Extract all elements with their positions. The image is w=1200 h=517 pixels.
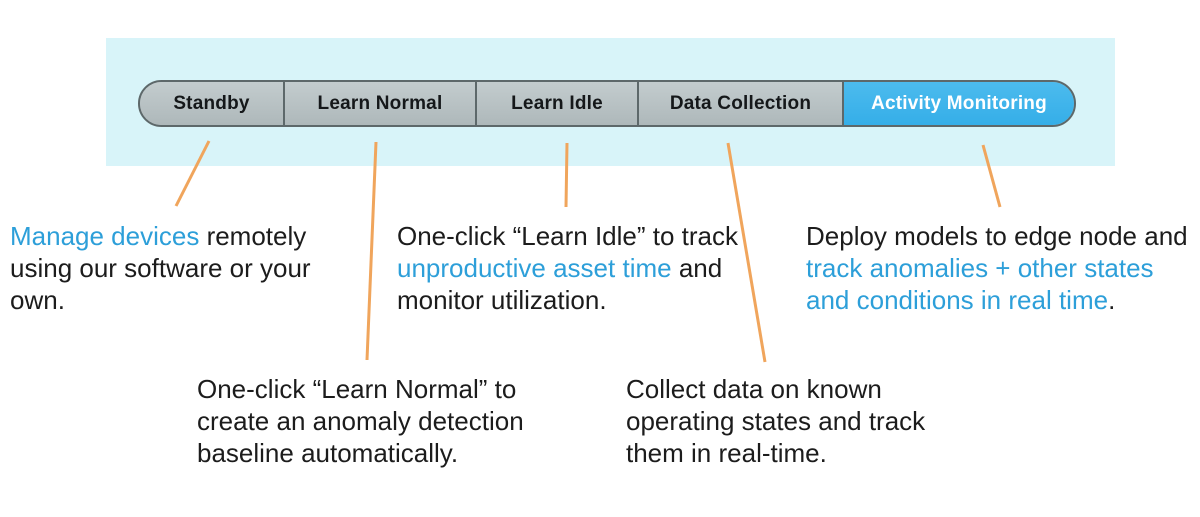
note-text: remotely bbox=[199, 221, 307, 251]
connector-line-learn-normal bbox=[365, 141, 378, 361]
note-line: them in real-time. bbox=[626, 437, 925, 469]
note-standby: Manage devices remotely using our softwa… bbox=[10, 220, 311, 316]
note-line: operating states and track bbox=[626, 405, 925, 437]
state-button-learn-idle[interactable]: Learn Idle bbox=[477, 82, 639, 125]
note-text-highlight: Manage devices bbox=[10, 221, 200, 251]
note-line: track anomalies + other states bbox=[806, 252, 1188, 284]
note-line: and conditions in real time. bbox=[806, 284, 1188, 316]
note-text: baseline automatically. bbox=[197, 438, 459, 468]
note-text: Deploy models to edge node and bbox=[806, 221, 1188, 251]
note-line: using our software or your bbox=[10, 252, 311, 284]
note-line: create an anomaly detection bbox=[197, 405, 524, 437]
note-line: unproductive asset time and bbox=[397, 252, 738, 284]
note-line: own. bbox=[10, 284, 311, 316]
note-text-highlight: track anomalies + other states bbox=[806, 253, 1154, 283]
state-button-learn-normal[interactable]: Learn Normal bbox=[285, 82, 477, 125]
note-text-highlight: and conditions in real time bbox=[806, 285, 1109, 315]
note-text: One-click “Learn Normal” to bbox=[197, 374, 517, 404]
note-line: Collect data on known bbox=[626, 373, 925, 405]
note-data-collection: Collect data on known operating states a… bbox=[626, 373, 925, 469]
note-text: . bbox=[1108, 285, 1116, 315]
state-button-standby[interactable]: Standby bbox=[140, 82, 285, 125]
note-learn-idle: One-click “Learn Idle” to track unproduc… bbox=[397, 220, 738, 316]
state-bar: Standby Learn Normal Learn Idle Data Col… bbox=[138, 80, 1076, 127]
state-button-activity-monitoring[interactable]: Activity Monitoring bbox=[844, 82, 1074, 125]
note-text: operating states and track bbox=[626, 406, 926, 436]
note-line: monitor utilization. bbox=[397, 284, 738, 316]
note-text: and bbox=[671, 253, 723, 283]
note-line: baseline automatically. bbox=[197, 437, 524, 469]
note-line: One-click “Learn Normal” to bbox=[197, 373, 524, 405]
state-button-data-collection[interactable]: Data Collection bbox=[639, 82, 844, 125]
note-text-highlight: unproductive asset time bbox=[397, 253, 672, 283]
note-line: One-click “Learn Idle” to track bbox=[397, 220, 738, 252]
note-text: One-click “Learn Idle” to track bbox=[397, 221, 739, 251]
note-text: own. bbox=[10, 285, 65, 315]
note-text: them in real-time. bbox=[626, 438, 827, 468]
note-text: monitor utilization. bbox=[397, 285, 607, 315]
note-activity-monitoring: Deploy models to edge node and track ano… bbox=[806, 220, 1188, 316]
note-line: Manage devices remotely bbox=[10, 220, 311, 252]
note-learn-normal: One-click “Learn Normal” to create an an… bbox=[197, 373, 524, 469]
note-text: using our software or your bbox=[10, 253, 311, 283]
note-line: Deploy models to edge node and bbox=[806, 220, 1188, 252]
note-text: Collect data on known bbox=[626, 374, 882, 404]
note-text: create an anomaly detection bbox=[197, 406, 524, 436]
